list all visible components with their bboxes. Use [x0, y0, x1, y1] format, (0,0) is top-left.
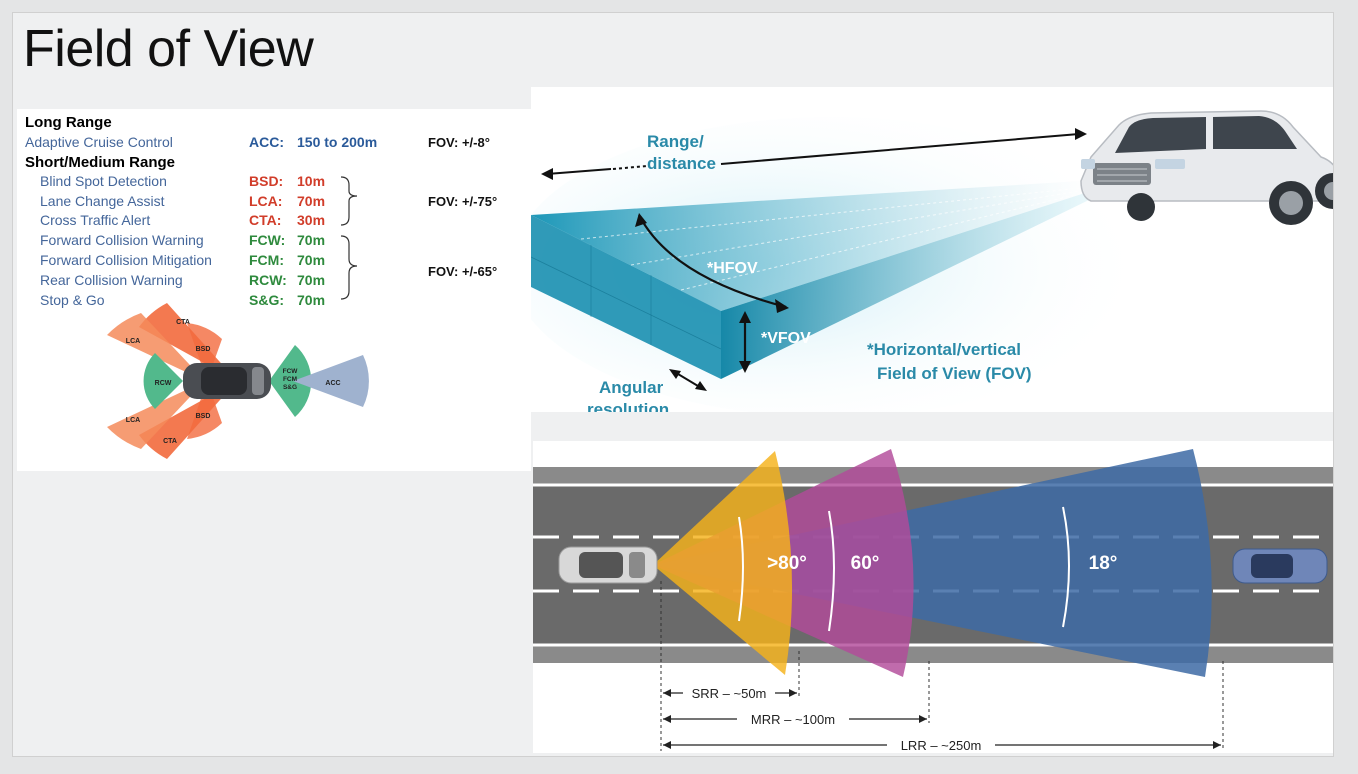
row-range: 10m: [297, 173, 326, 189]
cta-top-label: CTA: [176, 319, 190, 326]
row-name: Forward Collision Warning: [40, 232, 204, 248]
short-medium-heading: Short/Medium Range: [25, 154, 176, 171]
bsd-top-zone: [187, 323, 222, 381]
fov-label: FOV: +/-8°: [428, 135, 490, 150]
row-name: Rear Collision Warning: [40, 272, 183, 288]
page-title: Field of View: [23, 20, 314, 78]
fcw-label: FCW: [283, 368, 299, 375]
row-range: 70m: [297, 292, 326, 308]
acc-zone: [293, 355, 369, 407]
range-label-line1: Range/: [647, 132, 704, 151]
row-range: 70m: [297, 232, 326, 248]
fov-note-line2: Field of View (FOV): [877, 364, 1032, 383]
radar-range-diagram: >80° 60° 18° SRR – ~50m MRR – ~100m LRR …: [533, 449, 1333, 753]
sensor-panel: Long Range Adaptive Cruise Control ACC: …: [17, 109, 531, 471]
fov-label: FOV: +/-75°: [428, 194, 498, 209]
row-code: CTA:: [249, 212, 282, 228]
row-range: 30m: [297, 212, 326, 228]
fov-diagram-panel: Range/ distance *HFOV *VFOV *Horizontal/…: [511, 87, 1333, 419]
ego-car: [558, 546, 658, 584]
row-code: BSD:: [249, 173, 284, 189]
slide: Field of View Long Range Adaptive Cruise…: [12, 12, 1334, 757]
fov-note-line1: *Horizontal/vertical: [867, 340, 1021, 359]
row-code: FCW:: [249, 232, 286, 248]
srr-cone: [653, 451, 793, 675]
fcm-label: FCM: [283, 376, 297, 383]
row-code: FCM:: [249, 252, 284, 268]
rcw-label: RCW: [155, 380, 172, 387]
beam-side-face: [531, 215, 721, 379]
row-range: 150 to 200m: [297, 134, 378, 150]
row-name: Stop & Go: [40, 292, 105, 308]
acc-label: ACC: [325, 380, 340, 387]
beam-front-face: [721, 191, 1091, 379]
sg-label: S&G: [283, 384, 297, 391]
lrr-angle-label: 18°: [1089, 553, 1118, 574]
car-coverage-diagram: CTA LCA BSD RCW LCA BSD CTA FCW FCM S&G …: [107, 303, 369, 459]
mrr-range-label: MRR – ~100m: [751, 712, 835, 727]
row-range: 70m: [297, 272, 326, 288]
radar-range-panel: >80° 60° 18° SRR – ~50m MRR – ~100m LRR …: [533, 441, 1333, 753]
lca-bottom-label: LCA: [126, 417, 140, 424]
range-label-line2: distance: [647, 154, 716, 173]
car-image: [1080, 110, 1333, 225]
angular-label-line2: resolution: [587, 400, 669, 412]
target-car: [1232, 548, 1328, 584]
srr-angle-label: >80°: [767, 553, 807, 574]
angular-label-line1: Angular: [599, 378, 664, 397]
bsd-bottom-zone: [187, 381, 222, 439]
row-name: Adaptive Cruise Control: [25, 134, 173, 150]
row-code: ACC:: [249, 134, 284, 150]
srr-range-label: SRR – ~50m: [692, 686, 767, 701]
row-code: RCW:: [249, 272, 287, 288]
bsd-bottom-label: BSD: [196, 413, 211, 420]
vfov-label: *VFOV: [761, 330, 811, 347]
row-name: Cross Traffic Alert: [40, 212, 151, 228]
row-code: LCA:: [249, 193, 283, 209]
lca-top-zone: [107, 313, 205, 381]
lca-bottom-zone: [107, 381, 205, 449]
row-code: S&G:: [249, 292, 284, 308]
hfov-label: *HFOV: [707, 260, 758, 277]
fov-diagram: Range/ distance *HFOV *VFOV *Horizontal/…: [511, 110, 1333, 419]
lrr-range-label: LRR – ~250m: [901, 738, 982, 753]
row-range: 70m: [297, 193, 326, 209]
long-range-heading: Long Range: [25, 114, 112, 131]
front-short-zone: [269, 345, 312, 417]
lrr-cone: [653, 449, 1212, 677]
cta-bottom-label: CTA: [163, 438, 177, 445]
row-name: Blind Spot Detection: [40, 173, 167, 189]
bsd-top-label: BSD: [196, 346, 211, 353]
rcw-zone: [143, 353, 183, 409]
fov-label: FOV: +/-65°: [428, 264, 498, 279]
bracket-lines: [340, 176, 358, 300]
lca-top-label: LCA: [126, 338, 140, 345]
row-name: Forward Collision Mitigation: [40, 252, 212, 268]
mrr-angle-label: 60°: [851, 553, 880, 574]
row-range: 70m: [297, 252, 326, 268]
row-name: Lane Change Assist: [40, 193, 165, 209]
beam-top-face: [531, 181, 1091, 311]
